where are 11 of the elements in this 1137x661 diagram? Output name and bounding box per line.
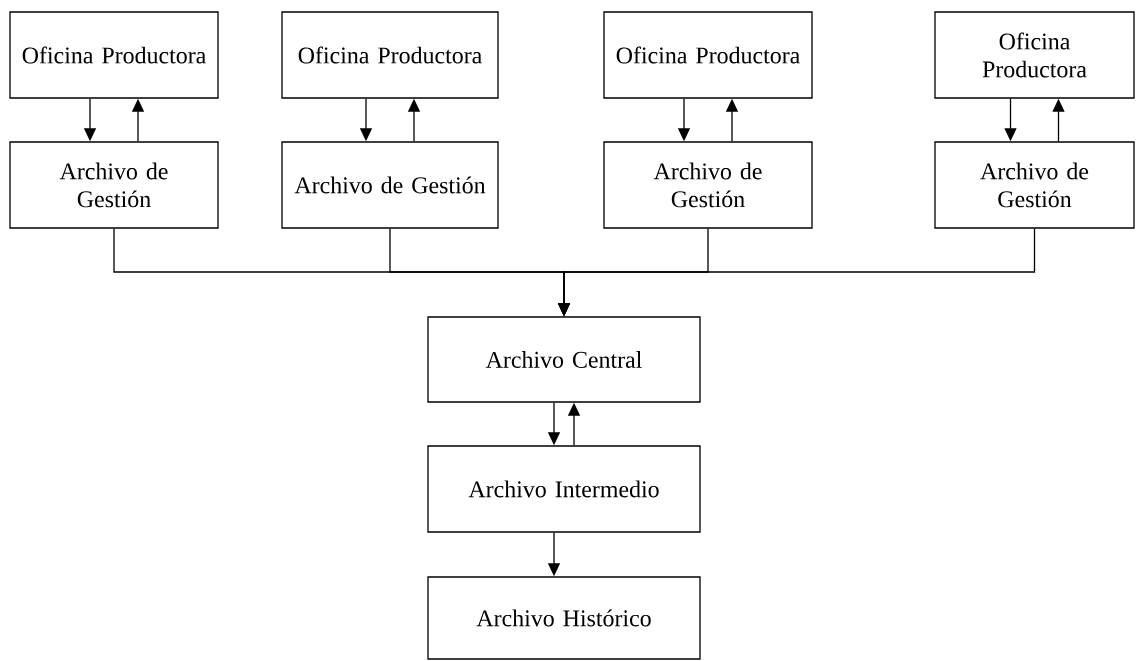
archive-box: Oficina Productora (934, 11, 1135, 99)
archive-box: Oficina Productora (603, 11, 813, 99)
archive-box: Archivo de Gestión (603, 141, 813, 229)
archive-box: Oficina Productora (281, 11, 499, 99)
archive-box: Archivo de Gestión (934, 141, 1135, 229)
archive-box: Archivo Central (427, 316, 701, 403)
archive-box: Archivo de Gestión (281, 141, 499, 229)
archive-box: Archivo Intermedio (427, 445, 701, 533)
archive-box: Archivo Histórico (427, 576, 701, 660)
archive-box: Archivo de Gestión (9, 141, 219, 229)
archive-box: Oficina Productora (9, 11, 219, 99)
